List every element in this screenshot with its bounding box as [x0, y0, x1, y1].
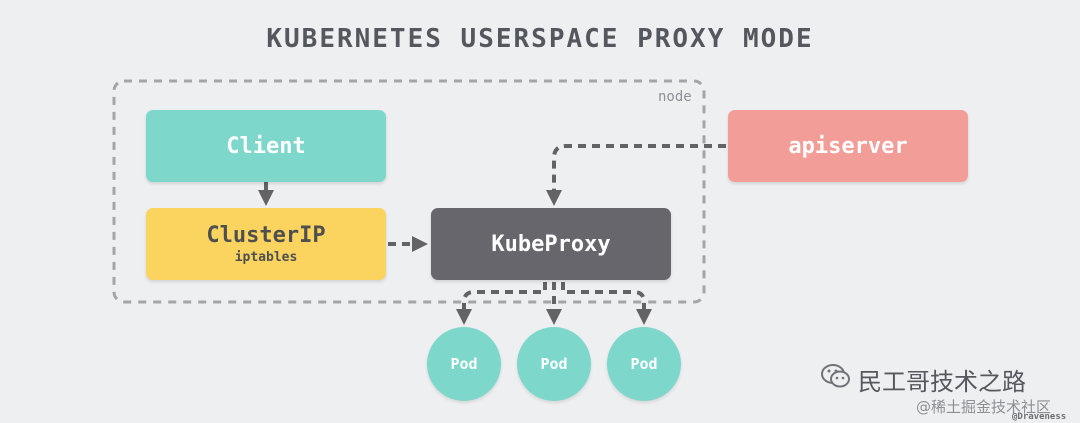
apiserver-label: apiserver: [788, 133, 908, 159]
apiserver-to-kubeproxy-arrow: [546, 144, 726, 206]
clusterip-label: ClusterIP: [206, 223, 326, 248]
node-boundary: [112, 79, 706, 304]
wechat-icon: [821, 364, 850, 388]
client-box: Client: [146, 110, 386, 182]
node-label: node: [658, 89, 692, 105]
kubeproxy-to-pod3-arrow: [561, 282, 652, 325]
pod-circle: Pod: [517, 327, 591, 401]
watermark-author: @Draveness: [1012, 412, 1067, 422]
pod-circle: Pod: [427, 327, 501, 401]
watermark-title: 民工哥技术之路: [858, 368, 1026, 396]
pod-circle: Pod: [607, 327, 681, 401]
kubeproxy-label: KubeProxy: [491, 231, 611, 257]
kubeproxy-box: KubeProxy: [431, 208, 671, 280]
watermark-community: @稀土掘金技术社区: [916, 398, 1052, 416]
diagram-title: KUBERNETES USERSPACE PROXY MODE: [266, 24, 814, 54]
kubeproxy-to-pod1-arrow: [456, 282, 547, 325]
clusterip-sublabel: iptables: [234, 250, 298, 265]
apiserver-box: apiserver: [728, 110, 968, 182]
clusterip-box: ClusterIP iptables: [146, 208, 386, 280]
client-label: Client: [226, 133, 306, 159]
